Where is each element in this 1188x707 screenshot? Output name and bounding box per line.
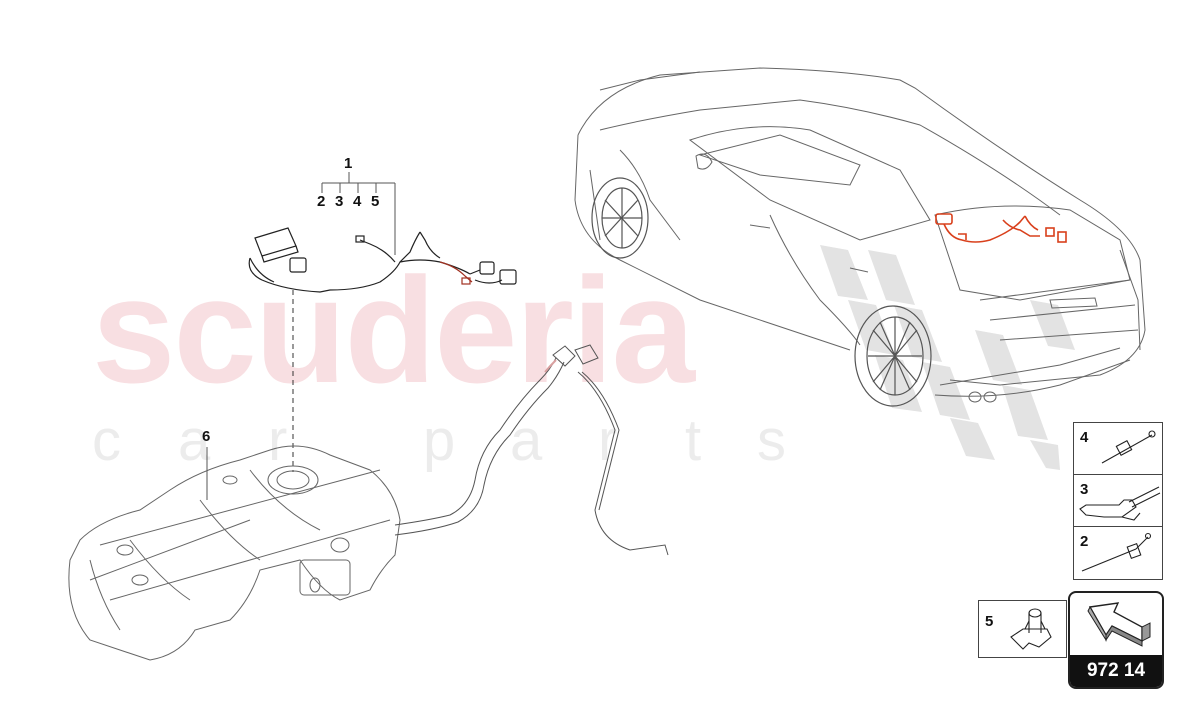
watermark-letter: a bbox=[510, 408, 543, 473]
watermark-letter: a bbox=[178, 408, 211, 473]
legend-item-part-3[interactable]: 3 bbox=[1073, 474, 1163, 528]
legend-number: 5 bbox=[985, 613, 994, 630]
callout-part-1[interactable]: 1 bbox=[344, 155, 353, 172]
group-navigation-button[interactable]: 972 14 bbox=[1068, 591, 1164, 689]
legend-number: 3 bbox=[1080, 481, 1089, 498]
legend-number: 2 bbox=[1080, 533, 1089, 550]
spring-nut-clip-icon bbox=[1010, 608, 1052, 650]
callout-part-4[interactable]: 4 bbox=[353, 193, 362, 210]
callout-part-3[interactable]: 3 bbox=[335, 193, 344, 210]
callout-part-5[interactable]: 5 bbox=[371, 193, 380, 210]
callout-part-2[interactable]: 2 bbox=[317, 193, 326, 210]
legend-item-part-4[interactable]: 4 bbox=[1073, 422, 1163, 476]
legend-item-part-5[interactable]: 5 bbox=[978, 600, 1067, 658]
arrow-up-left-icon bbox=[1087, 602, 1151, 647]
watermark-letter: p bbox=[423, 408, 456, 473]
legend-number: 4 bbox=[1080, 429, 1089, 446]
callout-part-6[interactable]: 6 bbox=[202, 428, 211, 445]
watermark-letter: c bbox=[92, 408, 121, 473]
group-number: 972 14 bbox=[1070, 655, 1162, 687]
watermark-brand: scuderia bbox=[92, 246, 695, 414]
cable-tie-holder-icon bbox=[1081, 532, 1152, 572]
watermark-letter: s bbox=[757, 408, 786, 473]
legend-item-part-2[interactable]: 2 bbox=[1073, 526, 1163, 580]
watermark-letter: t bbox=[685, 408, 702, 473]
watermark-letter: r bbox=[268, 408, 288, 473]
edge-clip-icon bbox=[1079, 486, 1161, 521]
cable-tie-clip-icon bbox=[1101, 430, 1156, 464]
